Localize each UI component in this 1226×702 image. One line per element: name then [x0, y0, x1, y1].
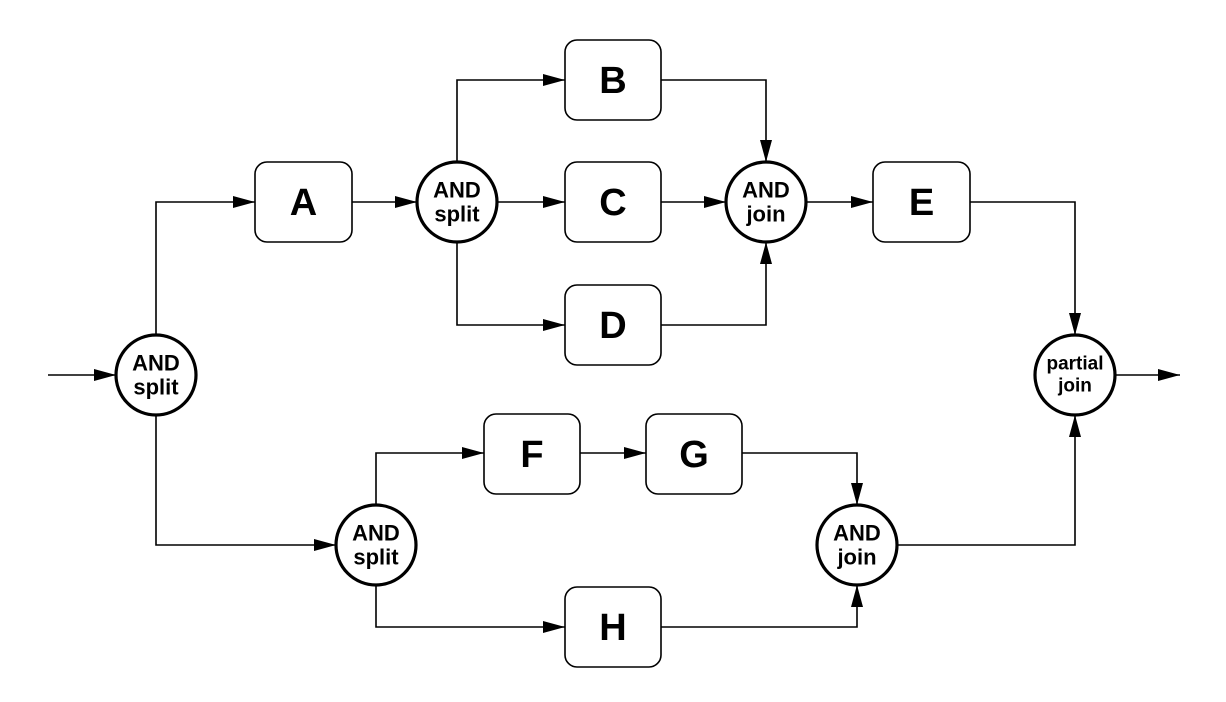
edge-split1-to-a — [155, 196, 255, 335]
edge-split2-to-b — [456, 74, 565, 162]
edge-d-to-join1 — [661, 242, 772, 326]
edge-b-to-join1 — [661, 79, 772, 162]
edge-g-to-join2 — [742, 452, 863, 505]
gate-split3-line2: split — [353, 545, 399, 570]
task-c-label: C — [599, 182, 626, 224]
task-d: D — [564, 284, 662, 366]
edges — [48, 74, 1180, 633]
gate-join1: AND join — [724, 160, 808, 244]
gate-split2-line2: split — [434, 202, 480, 227]
task-b-label: B — [599, 60, 626, 102]
task-a: A — [254, 161, 353, 243]
task-e: E — [872, 161, 971, 243]
task-f: F — [483, 413, 581, 495]
task-b: B — [564, 39, 662, 121]
gate-split2: AND split — [415, 160, 499, 244]
edge-join2-to-join3 — [897, 415, 1081, 546]
gate-join3: partial join — [1033, 333, 1117, 417]
gate-split3: AND split — [334, 503, 418, 587]
task-h: H — [564, 586, 662, 668]
edge-h-to-join2 — [661, 585, 863, 628]
edge-split3-to-h — [375, 585, 565, 633]
task-e-label: E — [909, 182, 934, 224]
task-h-label: H — [599, 607, 626, 649]
gate-join3-line1: partial — [1046, 354, 1103, 375]
task-a-label: A — [290, 182, 317, 224]
task-c: C — [564, 161, 662, 243]
task-g: G — [645, 413, 743, 495]
gate-join2-line1: AND — [833, 521, 881, 546]
edge-split2-to-d — [456, 242, 565, 331]
gate-split2-line1: AND — [433, 178, 481, 203]
edge-split1-to-split3 — [155, 415, 336, 551]
gate-join1-line1: AND — [742, 178, 790, 203]
gate-join2: AND join — [815, 503, 899, 587]
edge-split3-to-f — [375, 447, 484, 505]
gate-split1-line2: split — [133, 375, 179, 400]
edge-e-to-join3 — [970, 201, 1081, 335]
gate-split3-line1: AND — [352, 521, 400, 546]
gate-join2-line2: join — [836, 545, 876, 570]
gate-join1-line2: join — [745, 202, 785, 227]
task-g-label: G — [679, 434, 709, 476]
gate-split1: AND split — [114, 333, 198, 417]
task-d-label: D — [599, 305, 626, 347]
task-f-label: F — [520, 434, 543, 476]
gate-join3-line2: join — [1057, 376, 1092, 397]
gate-split1-line1: AND — [132, 351, 180, 376]
